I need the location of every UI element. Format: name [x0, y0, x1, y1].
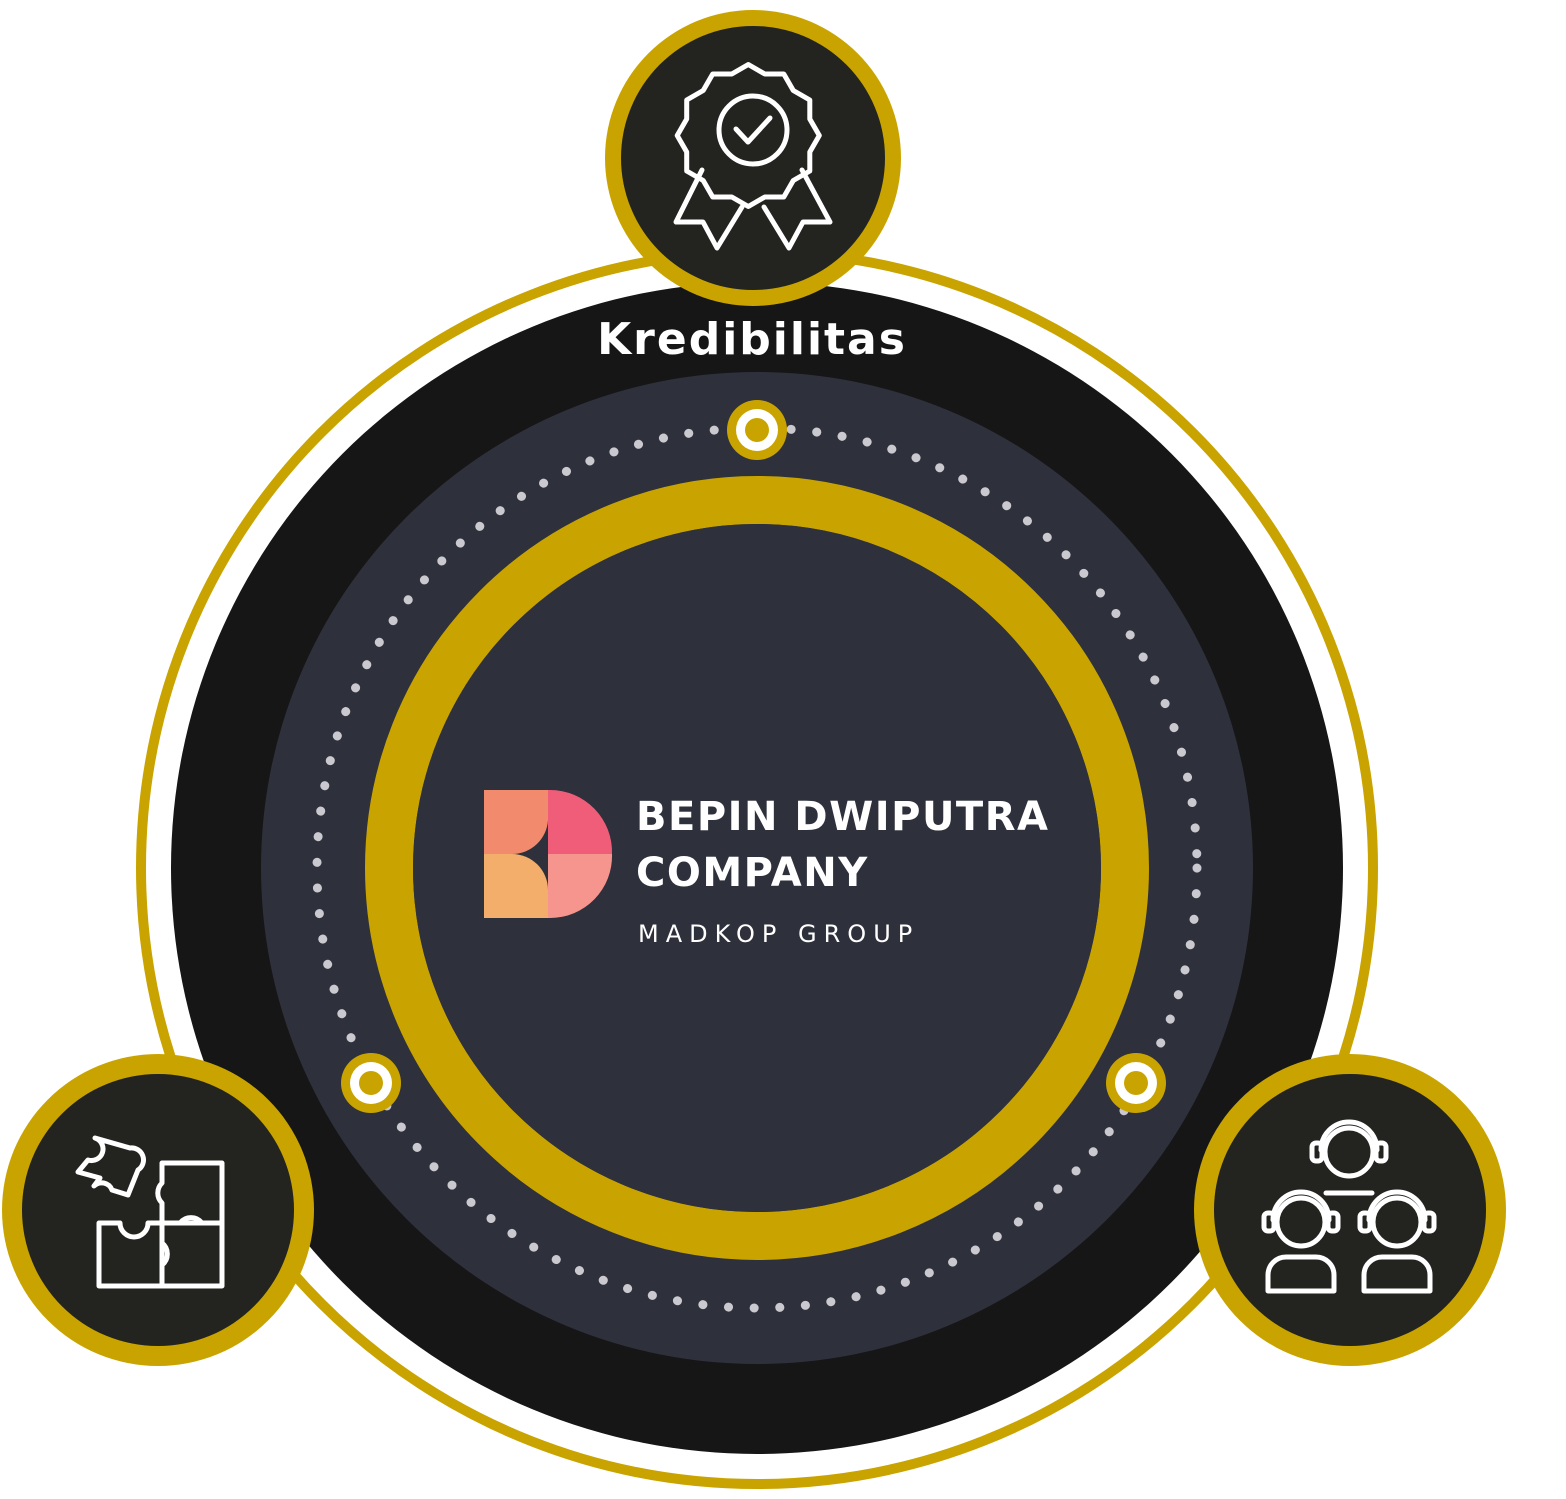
customer-support-team-icon — [1261, 1119, 1437, 1294]
marker-right — [1106, 1053, 1166, 1113]
node-bottom-left[interactable] — [2, 1054, 314, 1366]
logo-line-1: BEPIN DWIPUTRA — [636, 794, 1049, 840]
dotted-ring — [312, 423, 1202, 1313]
logo-mark-icon — [484, 790, 613, 919]
inner-gold-ring — [365, 476, 1149, 1260]
node-bottom-right[interactable] — [1194, 1054, 1506, 1366]
company-logo: BEPIN DWIPUTRA COMPANY MADKOP GROUP — [484, 790, 1049, 948]
puzzle-pieces-icon — [75, 1135, 225, 1289]
logo-tagline: MADKOP GROUP — [638, 920, 919, 948]
center-disk — [413, 524, 1101, 1212]
node-top[interactable] — [605, 10, 901, 306]
award-ribbon-check-icon — [673, 62, 833, 251]
marker-left — [341, 1053, 401, 1113]
marker-top — [727, 400, 787, 460]
logo-line-2: COMPANY — [636, 850, 869, 896]
node-label-top: Kredibilitas — [597, 314, 907, 365]
